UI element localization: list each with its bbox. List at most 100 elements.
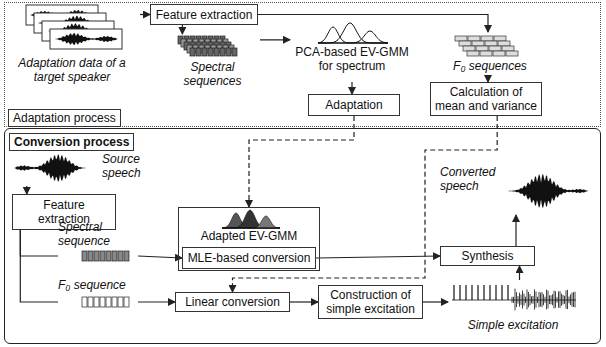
gaussian [222, 216, 280, 228]
frame [106, 297, 111, 307]
noise [530, 294, 531, 305]
connector [423, 301, 448, 302]
noise [528, 292, 529, 307]
process-region: Conversion processSource speechFeature e… [4, 128, 601, 344]
noise [519, 293, 520, 307]
gaussian [318, 23, 388, 43]
noise [567, 290, 568, 309]
pulse [489, 285, 490, 300]
node-label: Spectral sequence [58, 220, 124, 248]
data-label: Converted speech [440, 163, 590, 215]
connector [138, 256, 182, 258]
node-label: PCA-based EV-GMM for spectrum [290, 45, 414, 73]
connector [20, 230, 58, 256]
data-label: Spectral sequences [165, 34, 260, 76]
node-label: Spectral sequences [165, 60, 260, 88]
process-box: Calculation of mean and variance [430, 82, 542, 116]
brick [506, 51, 518, 56]
adapted-gmm-curves [222, 210, 280, 228]
connector [26, 186, 27, 194]
pulse [507, 285, 508, 300]
frame [94, 251, 99, 261]
data-label: Source speech [10, 150, 150, 186]
noise [537, 297, 538, 303]
noise [527, 289, 528, 309]
pulse [471, 285, 472, 300]
process-box: Feature extraction [150, 4, 258, 25]
card [50, 29, 122, 49]
dashed-connector [249, 116, 354, 207]
node-label: Source speech [102, 152, 150, 180]
brick [459, 41, 471, 46]
noise [534, 289, 535, 309]
brick [476, 46, 488, 51]
noise [543, 294, 544, 305]
box-label: Linear conversion [185, 295, 280, 309]
noise [573, 292, 574, 307]
data-label: Simple excitation [448, 280, 578, 334]
process-box: Synthesis [440, 246, 535, 266]
gaussian [318, 31, 388, 43]
noise [531, 296, 532, 303]
node-label: Simple excitation [448, 318, 578, 332]
noise [522, 290, 523, 308]
frame [190, 48, 195, 56]
noise [570, 294, 571, 305]
f0-bricks [455, 36, 518, 56]
frame [94, 297, 99, 307]
connector [258, 15, 488, 33]
brick [493, 51, 505, 56]
brick [467, 51, 479, 56]
node-label: Adapted EV-GMM [179, 229, 319, 243]
baseline [452, 300, 576, 301]
frame [220, 48, 225, 56]
connector [260, 39, 290, 40]
noise [513, 297, 514, 303]
region-title: Conversion process [9, 133, 134, 151]
noise [561, 294, 562, 306]
connector [290, 301, 318, 302]
noise [546, 290, 547, 310]
gaussian [222, 210, 280, 228]
axis [222, 228, 280, 229]
noise [512, 297, 513, 303]
process-region: Adaptation process Adaptation data of a t… [4, 2, 601, 127]
brick [455, 36, 467, 41]
noise [515, 289, 516, 311]
connector [519, 266, 520, 280]
spectral-stack [178, 36, 237, 56]
pulse [459, 285, 460, 300]
box-label: MLE-based conversion [188, 251, 311, 265]
node-label: F₀ sequences [445, 59, 535, 73]
region-title: Adaptation process [8, 109, 121, 127]
connector [182, 25, 183, 34]
brick [463, 46, 475, 51]
noise [558, 291, 559, 307]
frame [100, 251, 105, 261]
box-label: Synthesis [461, 249, 513, 263]
converted-waveform [506, 174, 588, 209]
brick [472, 41, 484, 46]
connector [515, 215, 516, 246]
node-label: Converted speech [440, 165, 502, 193]
frame [82, 297, 87, 307]
noise [533, 296, 534, 304]
noise [518, 296, 519, 303]
brick [480, 51, 492, 56]
noise [539, 292, 540, 307]
node-label: F₀ sequence [58, 278, 138, 292]
noise [557, 297, 558, 303]
frame [112, 297, 117, 307]
frame [82, 251, 87, 261]
box-label: Feature extraction [156, 8, 253, 22]
frame [88, 251, 93, 261]
frame [214, 48, 219, 56]
frame [208, 48, 213, 56]
gaussian [318, 27, 388, 43]
node-label: Adaptation data of a target speaker [4, 56, 140, 84]
noise [545, 297, 546, 303]
box-label: Adaptation [325, 98, 382, 112]
waveform-stack [26, 5, 122, 49]
process-box: Linear conversion [175, 292, 290, 312]
noise [564, 296, 565, 304]
